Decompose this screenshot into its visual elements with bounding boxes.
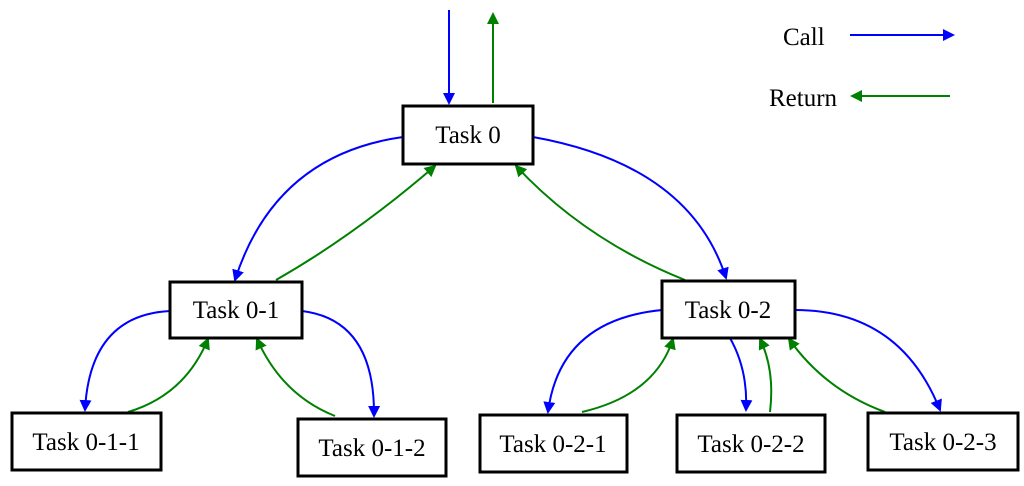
node-task-0-1: Task 0-1	[168, 280, 304, 340]
edge-call-task-0-2-to-task-0-2-2	[729, 337, 753, 412]
edge-return-task-0-1-2-to-task-0-1	[255, 337, 336, 417]
node-label: Task 0-1-1	[32, 429, 139, 456]
node-box	[675, 413, 827, 474]
node-label: Task 0-2	[685, 297, 771, 324]
edge-call-task-0-1-to-task-0-1-1	[79, 310, 171, 412]
edge-return-task-0-2-2-to-task-0-2	[758, 337, 773, 413]
node-task-0-2: Task 0-2	[660, 279, 797, 340]
legend-call-label: Call	[783, 24, 825, 51]
node-box	[168, 280, 304, 340]
edge-return-task-0-1-1-to-task-0-1	[127, 337, 210, 413]
edge-return-task-0-2-1-to-task-0-2	[581, 337, 676, 413]
node-label: Task 0-1-2	[318, 435, 425, 462]
node-box	[660, 279, 797, 340]
node-label: Task 0-2-3	[889, 429, 996, 456]
node-box	[401, 104, 535, 166]
node-label: Task 0	[435, 122, 501, 149]
node-box	[10, 411, 163, 472]
legend: Call Return	[769, 24, 955, 112]
edge-call-task-0-1-to-task-0-1-2	[301, 310, 381, 418]
edge-return-task-0-2-to-task-0	[514, 164, 686, 281]
node-task-0-1-1: Task 0-1-1	[10, 411, 163, 472]
node-task-0-1-2: Task 0-1-2	[296, 417, 448, 478]
edge-return-task-0-2-3-to-task-0-2	[787, 337, 886, 413]
edge-call-task-0-to-task-0-2	[532, 136, 729, 280]
node-task-0-2-3: Task 0-2-3	[866, 411, 1020, 472]
node-task-0-2-1: Task 0-2-1	[478, 413, 629, 474]
edge-call-task-0-2-to-task-0-2-3	[794, 309, 942, 412]
node-box	[478, 413, 629, 474]
node-label: Task 0-2-2	[697, 431, 804, 458]
node-label: Task 0-1	[193, 297, 279, 324]
edge-call-task-0-to-task-0-1	[232, 136, 404, 282]
node-task-0: Task 0	[401, 104, 535, 166]
legend-return-label: Return	[769, 85, 838, 112]
edges	[79, 10, 942, 418]
node-box	[296, 417, 448, 478]
node-box	[866, 411, 1020, 472]
node-label: Task 0-2-1	[499, 431, 606, 458]
edge-call-task-0-2-to-task-0-2-1	[543, 309, 663, 414]
edge-return-task-0-1-to-task-0	[275, 164, 437, 281]
node-task-0-2-2: Task 0-2-2	[675, 413, 827, 474]
